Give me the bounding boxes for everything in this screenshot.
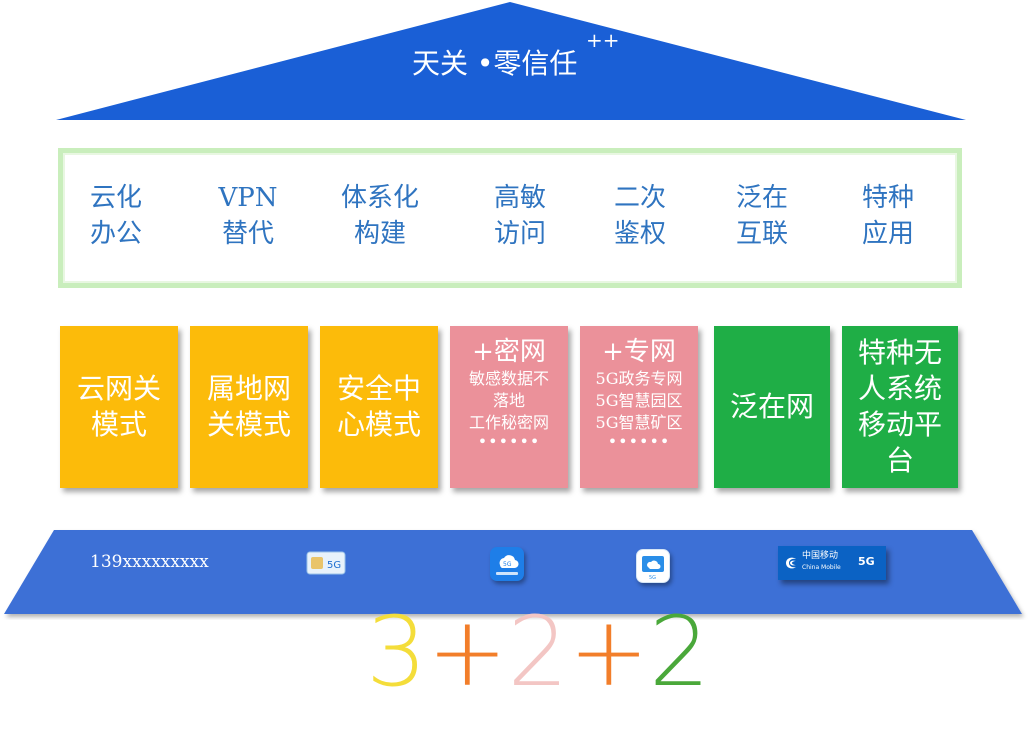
china-mobile-name: 中国移动 <box>802 551 839 561</box>
pillar-item: 5G政务专网 <box>595 369 683 388</box>
formula-3-2-2: 3+2+2 <box>366 592 710 712</box>
scenario-line: 互联 <box>735 219 788 249</box>
scenario-line: 特种 <box>861 183 914 213</box>
scenario-high-sensitivity-access: 高敏 访问 <box>470 180 570 252</box>
scenario-line: 鉴权 <box>613 219 666 249</box>
roof-plus-mark: ++ <box>586 28 620 52</box>
pillar-line: 属地网 <box>206 372 291 405</box>
formula-plus: + <box>427 596 508 708</box>
formula-plus: + <box>568 596 650 708</box>
pillar-line: 模式 <box>90 408 147 441</box>
scenario-line: 应用 <box>861 219 914 249</box>
pillar-line: 安全中 <box>336 372 421 405</box>
scenario-ubiquitous-interconnect: 泛在 互联 <box>712 180 812 252</box>
pillar-local-gateway-mode: 属地网 关模式 <box>190 326 308 488</box>
formula-number: 2 <box>649 596 711 708</box>
scenario-line: 访问 <box>493 219 546 249</box>
scenario-line: 高敏 <box>493 183 546 213</box>
scenario-line: 体系化 <box>340 183 419 213</box>
scenario-cloud-office: 云化 办公 <box>66 180 166 252</box>
scenario-line: 替代 <box>221 219 274 249</box>
svg-text:5G: 5G <box>649 575 656 581</box>
scenarios-band <box>58 148 962 288</box>
svg-text:5G: 5G <box>503 561 512 568</box>
pillar-line: 心模式 <box>336 408 421 441</box>
china-mobile-5g-badge: 5G <box>858 555 875 568</box>
sim-card-5g-icon: 5G <box>306 550 346 576</box>
phone-number: 139xxxxxxxxx <box>90 552 209 572</box>
scenario-line: 二次 <box>613 183 666 213</box>
china-mobile-5g-logo: 中国移动 China Mobile 5G <box>778 546 886 580</box>
cloud-tv-app-icon: 5G <box>636 549 670 583</box>
cloud-5g-app-icon: 5G <box>490 547 524 581</box>
formula-number: 2 <box>507 596 569 708</box>
scenario-special-applications: 特种 应用 <box>838 180 938 252</box>
pillar-more: •••••• <box>477 432 541 451</box>
scenario-line: 办公 <box>89 219 142 249</box>
pillar-title: +密网 <box>472 337 546 367</box>
pillar-line: 人系统 <box>857 372 942 405</box>
pillar-item: 落地 <box>492 391 525 410</box>
pillar-cloud-gateway-mode: 云网关 模式 <box>60 326 178 488</box>
pillar-ubiquitous-network: 泛在网 <box>714 326 830 488</box>
scenario-line: 构建 <box>353 219 406 249</box>
china-mobile-subtitle: China Mobile <box>802 564 841 571</box>
pillar-item: 工作秘密网 <box>468 413 549 432</box>
svg-text:5G: 5G <box>327 560 341 571</box>
pillar-security-center-mode: 安全中 心模式 <box>320 326 438 488</box>
pillar-item: 5G智慧矿区 <box>595 413 683 432</box>
scenario-line: 泛在 <box>735 183 788 213</box>
pillar-line: 特种无 <box>857 336 942 369</box>
pillar-item: 敏感数据不 <box>468 369 549 388</box>
pillar-title: +专网 <box>602 337 676 367</box>
roof-title: 天关 •零信任 <box>412 47 578 80</box>
pillar-secret-network: +密网 敏感数据不 落地 工作秘密网 •••••• <box>450 326 568 488</box>
pillar-line: 泛在网 <box>729 390 814 423</box>
pillar-special-unmanned-platform: 特种无 人系统 移动平 台 <box>842 326 958 488</box>
scenario-vpn-replacement: VPN 替代 <box>198 180 298 252</box>
scenario-line: 云化 <box>89 183 142 213</box>
roof-triangle <box>56 2 966 120</box>
pillar-line: 移动平 <box>857 408 942 441</box>
pillar-private-network: +专网 5G政务专网 5G智慧园区 5G智慧矿区 •••••• <box>580 326 698 488</box>
pillar-line: 云网关 <box>76 372 161 405</box>
pillar-more: •••••• <box>607 432 671 451</box>
formula-number: 3 <box>366 596 428 708</box>
scenario-secondary-auth: 二次 鉴权 <box>590 180 690 252</box>
pillar-line: 关模式 <box>206 408 291 441</box>
scenario-system-build: 体系化 构建 <box>330 180 430 252</box>
china-mobile-logo-icon <box>786 557 796 569</box>
scenario-line: VPN <box>218 183 278 213</box>
pillar-item: 5G智慧园区 <box>595 391 683 410</box>
pillar-line: 台 <box>885 444 914 477</box>
